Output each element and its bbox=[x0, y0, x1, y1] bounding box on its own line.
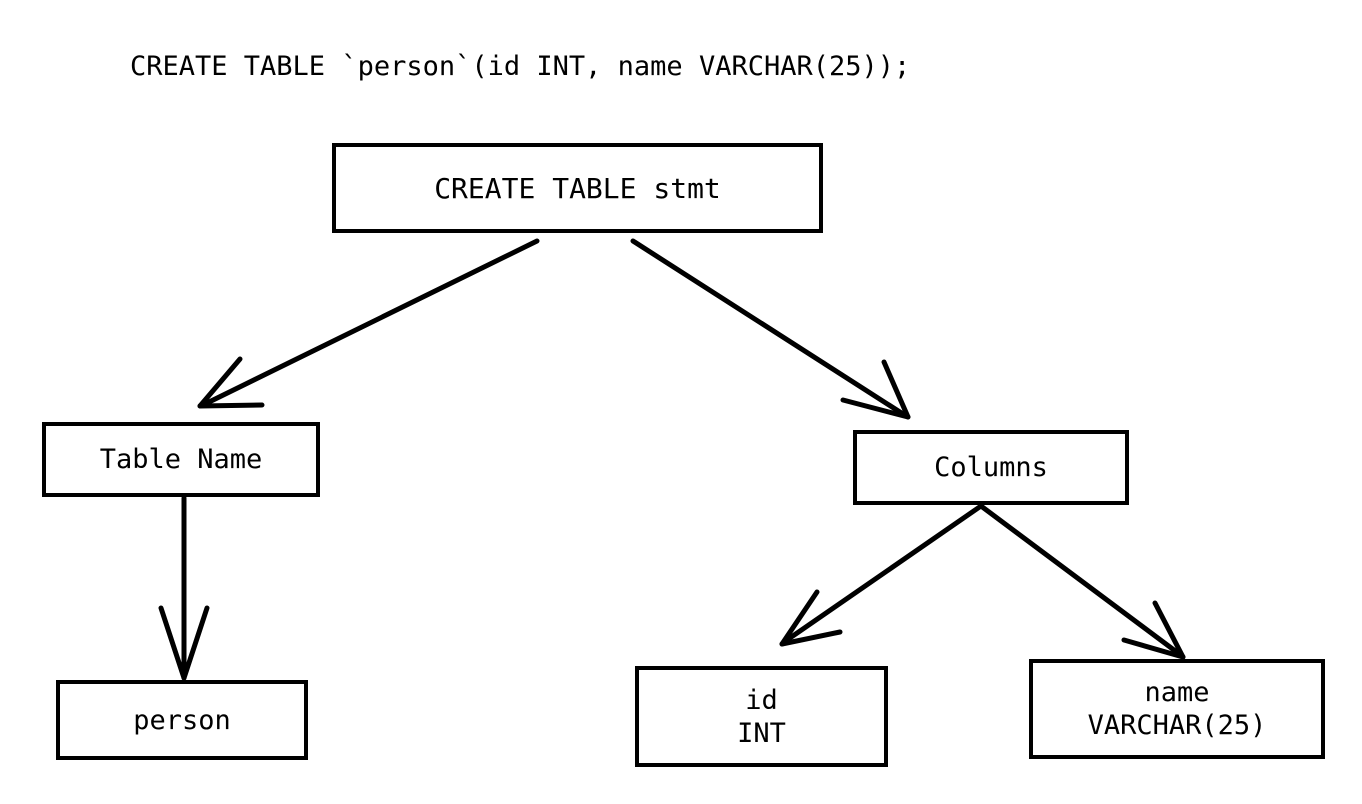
node-column-name-varchar[interactable]: name VARCHAR(25) bbox=[1029, 659, 1325, 759]
node-column-id[interactable]: id INT bbox=[635, 666, 888, 767]
edge-columns-to-col-id bbox=[779, 503, 984, 647]
node-person-value[interactable]: person bbox=[56, 680, 308, 760]
sql-statement-caption: CREATE TABLE `person`(id INT, name VARCH… bbox=[130, 51, 911, 82]
edge-table-name-to-person bbox=[158, 495, 210, 681]
node-label: CREATE TABLE stmt bbox=[434, 171, 721, 205]
node-create-table-stmt[interactable]: CREATE TABLE stmt bbox=[332, 143, 823, 233]
node-label: Columns bbox=[934, 452, 1048, 483]
node-columns[interactable]: Columns bbox=[853, 430, 1129, 505]
edge-root-to-columns bbox=[630, 238, 911, 420]
edge-columns-to-col-name bbox=[978, 503, 1186, 660]
node-column-name: name bbox=[1144, 677, 1210, 708]
node-column-name: id bbox=[745, 684, 778, 716]
node-column-type: INT bbox=[737, 717, 786, 749]
edge-root-to-table-name bbox=[197, 238, 540, 409]
node-label: person bbox=[133, 704, 231, 736]
node-table-name[interactable]: Table Name bbox=[42, 422, 320, 497]
node-label: Table Name bbox=[99, 444, 263, 475]
node-column-type: VARCHAR(25) bbox=[1087, 710, 1267, 741]
